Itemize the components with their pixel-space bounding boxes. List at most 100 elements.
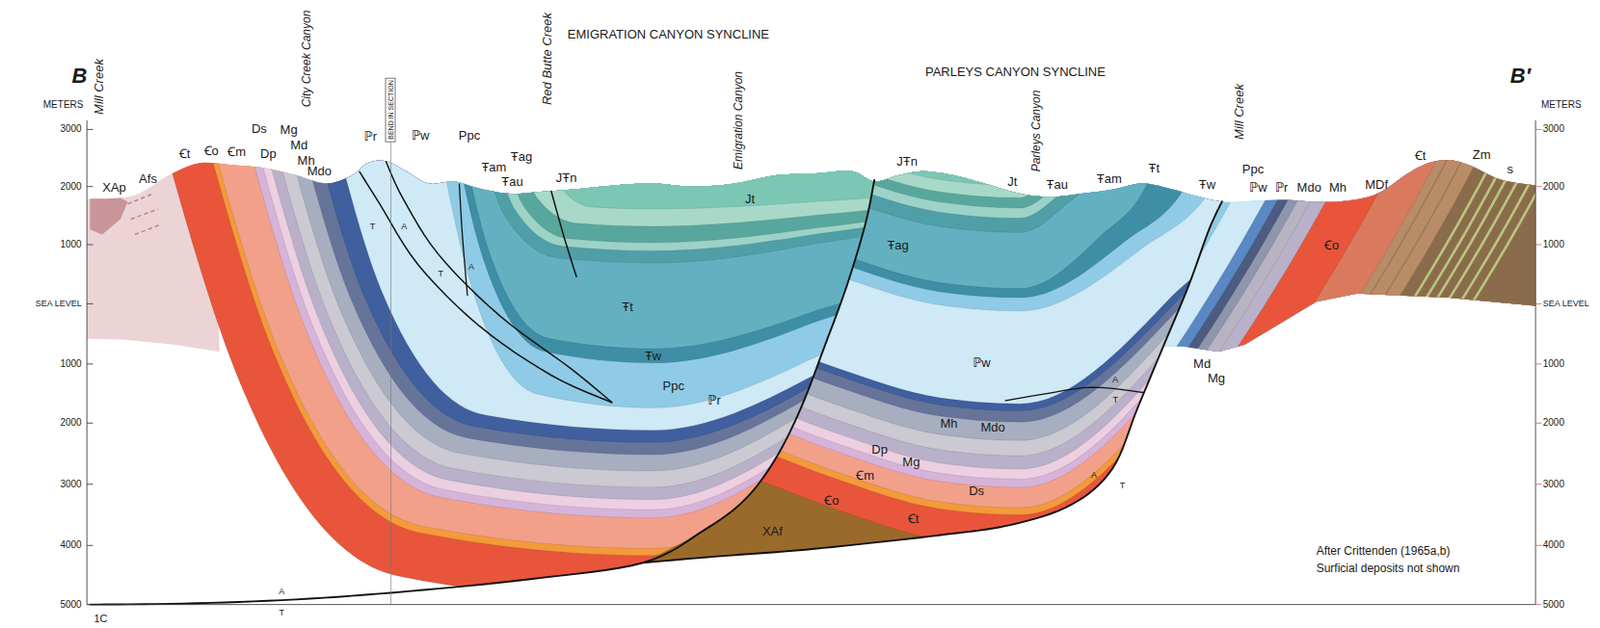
formation-label: Ꞓo: [1324, 239, 1339, 252]
fault-motion-letter: T: [1112, 396, 1119, 405]
fault-line: [385, 160, 613, 403]
axis-tick: [1535, 303, 1542, 305]
formation-label: Jt: [1007, 175, 1017, 188]
axis-value: 3000: [1543, 480, 1565, 490]
axis-tick: [86, 423, 93, 425]
formation-label: Ppc: [663, 379, 685, 393]
structure-name: PARLEYS CANYON SYNCLINE: [925, 65, 1106, 79]
axis-tick: [86, 363, 93, 365]
axis-value: SEA LEVEL: [1543, 299, 1590, 309]
axis-value: 3000: [59, 480, 81, 490]
rock-layer: [612, 0, 1304, 456]
formation-label: Mdo: [980, 420, 1005, 433]
fault-line: [1005, 387, 1145, 401]
formation-label: Mg: [1207, 371, 1226, 384]
formation-label: Ppc: [1242, 161, 1264, 175]
formation-label: Ꞓm: [855, 469, 875, 482]
axis-value: SEA LEVEL: [35, 299, 82, 309]
rock-layer: [612, 0, 1164, 290]
fault-motion-letter: T: [438, 268, 445, 278]
formation-label: Ŧam: [1096, 172, 1122, 186]
source-note: After Crittenden (1965a,b): [1316, 545, 1451, 558]
rock-layer: [612, 0, 1293, 423]
rock-stripe: [1331, 81, 1567, 470]
rock-layer: [612, 0, 1298, 441]
rock-stripe: [1295, 81, 1531, 470]
formation-label: Mdo: [307, 163, 332, 177]
axis-value: 5000: [59, 600, 81, 611]
axis-value: 3000: [59, 124, 81, 134]
rock-stripe: [1344, 81, 1580, 470]
axis-tick: [86, 186, 93, 187]
formation-label: Ꞓm: [227, 144, 246, 158]
section-letter: B′: [1510, 65, 1531, 87]
formation-label: Ŧag: [886, 239, 908, 252]
fault-line: [551, 190, 577, 278]
axis-tick: [1535, 363, 1542, 365]
place-name: Emigration Canyon: [732, 71, 745, 170]
fault-line: [642, 201, 1223, 564]
formation-label: Ꞓt: [1414, 148, 1427, 161]
place-name: Mill Creek: [91, 58, 105, 115]
axis-value: 2000: [59, 182, 81, 192]
formation-label: Ŧw: [644, 349, 662, 363]
formation-label: Zm: [1472, 147, 1492, 160]
rock-layer: [1239, 81, 1600, 470]
formation-label: Ꞓo: [204, 143, 219, 157]
formation-label: Mh: [1329, 180, 1347, 193]
formation-label: ℙw: [411, 128, 430, 141]
axis-tick: [1535, 483, 1542, 485]
formation-label: Ŧau: [1046, 177, 1068, 190]
formation-label: Ŧam: [480, 160, 507, 173]
frame-line: [86, 604, 1536, 606]
rock-stripe: [1319, 81, 1555, 470]
axis-title: METERS: [43, 100, 84, 110]
axis-tick: [86, 545, 93, 547]
axis-line: [1535, 120, 1537, 606]
rock-layer: [1056, 81, 1600, 470]
formation-label: Afs: [138, 172, 158, 186]
fault-motion-letter: A: [468, 263, 475, 272]
axis-value: 4000: [59, 540, 81, 551]
formation-label: ℙw: [972, 355, 991, 369]
formation-label: ℙr: [1275, 180, 1288, 193]
rock-layer: [1112, 81, 1600, 470]
figure-number: 1C: [93, 613, 107, 624]
axis-value: 2000: [1543, 182, 1565, 192]
bend-line: [390, 97, 392, 606]
fault-line: [359, 171, 613, 403]
formation-label: Md: [1193, 356, 1211, 370]
axis-tick: [1535, 186, 1542, 187]
formation-label: ℙr: [707, 394, 720, 407]
rock-layer: [612, 0, 1288, 412]
rock-layer: [612, 0, 1231, 312]
rock-layer: [1090, 81, 1600, 470]
axis-title: METERS: [1541, 100, 1582, 110]
formation-label: Ŧau: [501, 175, 523, 188]
axis-tick: [1535, 423, 1542, 425]
fault-motion-letter: T: [1120, 480, 1126, 490]
formation-label: JŦn: [556, 171, 578, 185]
formation-label: Mdo: [1297, 180, 1322, 193]
place-name: Red Butte Creek: [540, 12, 554, 106]
basement-intrusion: [89, 193, 128, 235]
rock-layer: [1135, 81, 1600, 470]
fault-motion-letter: A: [278, 587, 285, 597]
formation-label: MDf: [1364, 177, 1388, 190]
section-letter: B: [72, 65, 88, 87]
axis-tick: [86, 129, 93, 131]
axis-value: 1000: [59, 359, 81, 370]
formation-label: Ds: [968, 484, 985, 498]
rock-layer: [1101, 81, 1600, 470]
basement-texture: [131, 209, 160, 220]
rock-layer: [1121, 81, 1600, 470]
formation-label: Md: [290, 138, 308, 152]
rock-layer: [1035, 81, 1600, 470]
axis-value: 1000: [1543, 359, 1565, 370]
rock-layer: [1280, 81, 1600, 470]
rock-stripe: [1250, 81, 1486, 470]
basement-texture: [127, 193, 153, 205]
section-note: BEND IN SECTION: [385, 78, 397, 143]
